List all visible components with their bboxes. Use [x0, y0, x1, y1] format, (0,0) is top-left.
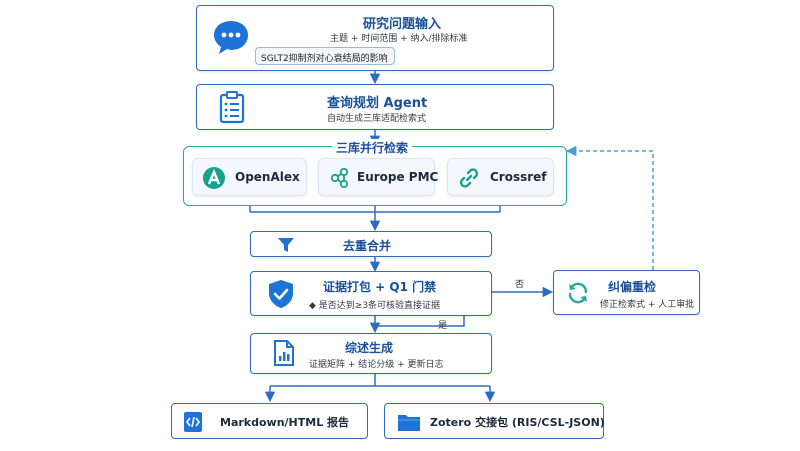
gate-title: 证据打包 + Q1 门禁	[323, 280, 437, 294]
correction-subtitle: 修正检索式 + 人工审批	[600, 300, 695, 310]
gate-box: 证据打包 + Q1 门禁 ◆ 是否达到≥3条可核验直接证据	[250, 271, 492, 316]
code-file-icon	[184, 412, 202, 432]
gate-subtitle: ◆ 是否达到≥3条可核验直接证据	[309, 301, 441, 311]
folder-icon	[398, 415, 420, 431]
clipboard-list-icon	[219, 91, 245, 124]
synthesis-title: 综述生成	[345, 341, 394, 355]
network-nodes-icon	[330, 167, 349, 189]
db-openalex: OpenAlex	[192, 158, 307, 196]
db-crossref: Crossref	[447, 158, 554, 196]
document-chart-icon	[274, 340, 294, 366]
input-subtitle: 主题 + 时间范围 + 纳入/排除标准	[330, 34, 468, 44]
db-europe-pmc: Europe PMC	[318, 158, 439, 196]
decision-no-label: 否	[515, 280, 525, 290]
planner-subtitle: 自动生成三库适配检索式	[327, 114, 427, 124]
db-europe-pmc-label: Europe PMC	[357, 170, 439, 184]
input-example-box: SGLT2抑制剂对心衰结局的影响	[255, 47, 395, 65]
refresh-icon	[568, 282, 588, 304]
output-markdown-label: Markdown/HTML 报告	[220, 416, 350, 429]
chat-bubble-icon	[214, 21, 248, 54]
dedupe-title: 去重合并	[343, 239, 392, 253]
search-title: 三库并行检索	[332, 139, 413, 156]
openalex-logo-icon	[203, 167, 225, 189]
arrow-retry-loop	[565, 145, 654, 270]
db-crossref-label: Crossref	[490, 170, 547, 184]
funnel-icon	[278, 238, 294, 252]
synthesis-subtitle: 证据矩阵 + 结论分级 + 更新日志	[309, 360, 444, 370]
input-box: 研究问题输入 主题 + 时间范围 + 纳入/排除标准 SGLT2抑制剂对心衰结局…	[196, 5, 554, 71]
decision-yes-label: 是	[438, 321, 448, 331]
chain-link-icon	[459, 168, 479, 188]
output-zotero-package: Zotero 交接包 (RIS/CSL-JSON)	[384, 403, 605, 439]
dedupe-box: 去重合并	[250, 231, 492, 257]
input-title: 研究问题输入	[363, 17, 442, 32]
correction-box: 纠偏重检 修正检索式 + 人工审批	[553, 270, 700, 315]
planner-box: 查询规划 Agent 自动生成三库适配检索式	[196, 84, 554, 130]
shield-check-icon	[269, 280, 293, 308]
db-openalex-label: OpenAlex	[235, 170, 300, 184]
planner-title: 查询规划 Agent	[327, 96, 428, 111]
output-zotero-label: Zotero 交接包 (RIS/CSL-JSON)	[430, 416, 605, 429]
correction-title: 纠偏重检	[608, 280, 657, 294]
input-example-text: SGLT2抑制剂对心衰结局的影响	[261, 54, 388, 64]
output-markdown-report: Markdown/HTML 报告	[171, 403, 368, 439]
synthesis-box: 综述生成 证据矩阵 + 结论分级 + 更新日志	[250, 333, 492, 374]
